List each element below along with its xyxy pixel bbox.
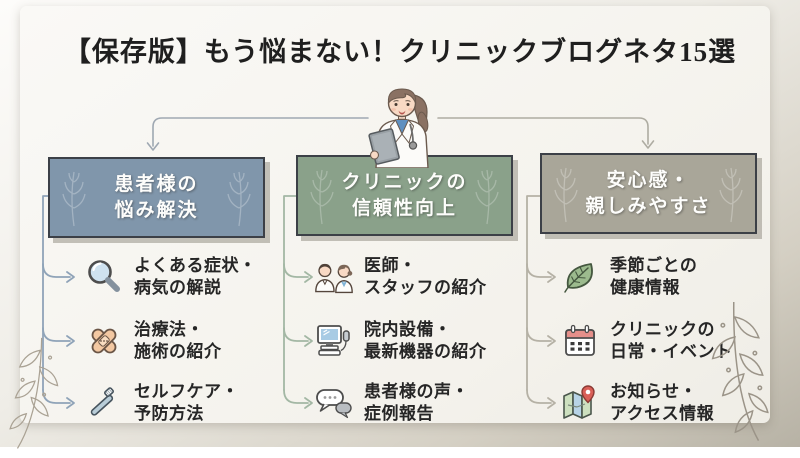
magnifier-icon xyxy=(84,257,124,297)
topic-item-selfcare: セルフケア・予防方法 xyxy=(84,381,309,425)
leaf-watermark-icon xyxy=(227,171,251,227)
leaf-icon xyxy=(560,257,600,297)
topic-item-equipment: 院内設備・最新機器の紹介 xyxy=(314,319,539,363)
leaf-watermark-icon xyxy=(554,167,578,223)
header-label: 安心感・ 親しみやすさ xyxy=(585,169,712,217)
header-box-friendliness: 安心感・ 親しみやすさ xyxy=(540,153,757,234)
topic-label: お知らせ・アクセス情報 xyxy=(610,382,715,423)
topic-item-treatments: 治療法・施術の紹介 xyxy=(84,319,309,363)
equipment-icon xyxy=(314,321,354,361)
topic-label: クリニックの日常・イベント xyxy=(610,320,733,361)
topic-label: 治療法・施術の紹介 xyxy=(134,320,222,361)
header-box-patient-concerns: 患者様の 悩み解決 xyxy=(48,157,265,238)
topic-label: 季節ごとの健康情報 xyxy=(610,256,698,297)
topic-label: セルフケア・予防方法 xyxy=(134,382,239,423)
topic-label: 院内設備・最新機器の紹介 xyxy=(364,320,487,361)
toothbrush-icon xyxy=(84,383,124,423)
topic-item-seasonal-health: 季節ごとの健康情報 xyxy=(560,255,785,299)
page-title: 【保存版】もう悩まない！クリニックブログネタ15選 xyxy=(63,37,737,67)
leaf-watermark-icon xyxy=(475,169,499,225)
doctor-staff-icon xyxy=(314,257,354,297)
topic-item-daily-events: クリニックの日常・イベント xyxy=(560,319,785,363)
header-label: 患者様の 悩み解決 xyxy=(114,173,199,221)
topic-item-access-info: お知らせ・アクセス情報 xyxy=(560,381,785,425)
topic-label: よくある症状・病気の解説 xyxy=(134,256,257,297)
doctor-illustration xyxy=(368,88,429,168)
bandage-icon xyxy=(84,321,124,361)
topic-label: 医師・スタッフの紹介 xyxy=(364,256,487,297)
leaf-watermark-icon xyxy=(310,169,334,225)
map-pin-icon xyxy=(560,383,600,423)
header-label: クリニックの 信頼性向上 xyxy=(341,171,468,219)
leaf-watermark-icon xyxy=(62,171,86,227)
topic-label: 患者様の声・症例報告 xyxy=(364,382,469,423)
header-box-clinic-trust: クリニックの 信頼性向上 xyxy=(296,155,513,236)
calendar-icon xyxy=(560,321,600,361)
speech-bubbles-icon xyxy=(314,383,354,423)
topic-item-testimonials: 患者様の声・症例報告 xyxy=(314,381,539,425)
topic-item-staff: 医師・スタッフの紹介 xyxy=(314,255,539,299)
topic-item-symptoms: よくある症状・病気の解説 xyxy=(84,255,309,299)
leaf-watermark-icon xyxy=(719,167,743,223)
